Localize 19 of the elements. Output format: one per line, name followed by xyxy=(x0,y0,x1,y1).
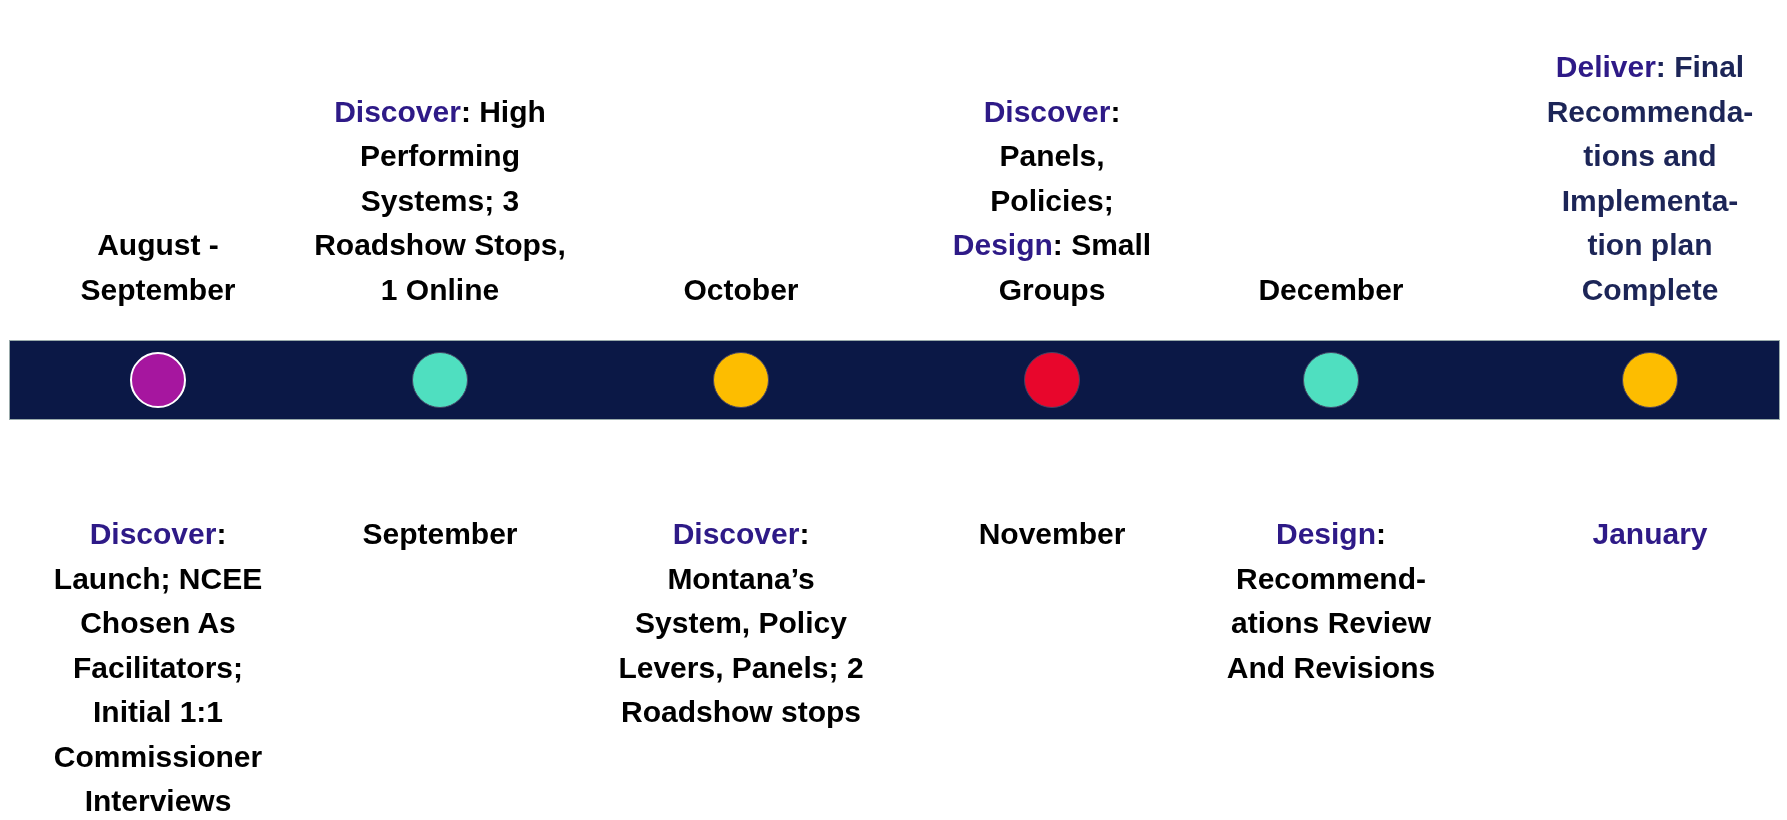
milestone-description: Discover: Panels, Policies; Design: Small Groups xyxy=(951,93,1153,308)
timeline-bar xyxy=(9,340,1780,420)
date-label: December xyxy=(1257,271,1405,308)
milestone-description: Discover: Montana’s System, Policy Levers, Panels; 2 Roadshow stops xyxy=(617,516,865,730)
milestone-dot xyxy=(1024,352,1080,408)
milestone-description: Discover: High Performing Systems; 3 Roadshow Stops, 1 Online xyxy=(313,93,567,308)
milestone-description: Design: Recommend-ations Review And Revisions xyxy=(1225,516,1437,686)
milestone-dot xyxy=(130,352,186,408)
milestone-dot xyxy=(713,352,769,408)
milestone-description: Discover: Launch; NCEE Chosen As Facilitators; Initial 1:1 Commissioner Interviews xyxy=(52,516,264,819)
milestone-dot xyxy=(412,352,468,408)
date-label: August - September xyxy=(79,227,237,308)
milestone-dot xyxy=(1622,352,1678,408)
milestone-dot xyxy=(1303,352,1359,408)
date-label: September xyxy=(361,516,519,552)
date-label: January xyxy=(1591,516,1709,552)
date-label: November xyxy=(977,516,1127,552)
milestone-description: Deliver: Final Recommenda-tions and Implementa-tion plan Complete xyxy=(1545,49,1755,308)
date-label: October xyxy=(682,271,800,308)
